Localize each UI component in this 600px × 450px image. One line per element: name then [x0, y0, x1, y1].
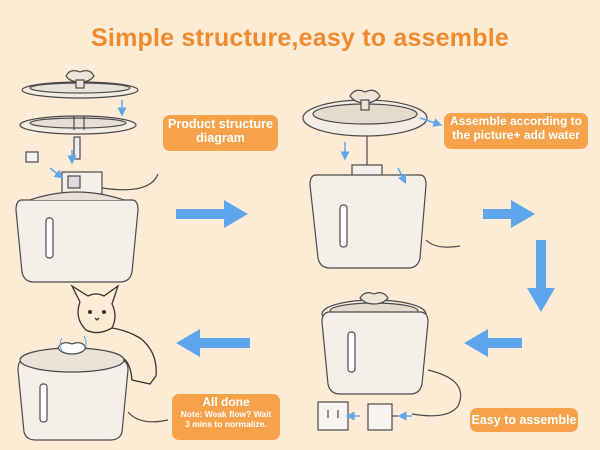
assembly-arrows-step2	[340, 117, 443, 185]
label-assemble: Assemble according to the picture+ add w…	[444, 113, 588, 149]
label-line: Assemble according to	[449, 114, 583, 128]
assembly-arrows	[49, 100, 127, 179]
label-all-done: All done Note: Weak flow? Wait 3 mins to…	[172, 394, 280, 440]
arrow-left-icon	[464, 329, 522, 357]
note-line: 3 mins to normalize.	[185, 418, 267, 429]
arrow-left-icon-2	[176, 329, 250, 357]
label-line: diagram	[196, 131, 245, 146]
arrow-right-icon	[176, 200, 248, 228]
page-title: Simple structure,easy to assemble	[91, 24, 509, 52]
arrow-down-icon	[527, 240, 555, 312]
water-drops	[59, 335, 87, 351]
label-heading: All done	[202, 395, 250, 409]
fountain-done-icon	[17, 342, 169, 441]
label-line: the picture+ add water	[452, 127, 580, 142]
wall-socket-icon	[317, 401, 349, 431]
exploded-fountain-icon	[15, 70, 159, 283]
note-line: Note: Weak flow? Wait	[180, 408, 272, 419]
label-product-structure: Product structure diagram	[163, 115, 278, 151]
arrow-right-icon-2	[483, 200, 535, 228]
label-line: Product structure	[168, 117, 273, 131]
plugged-fountain-icon	[321, 292, 462, 417]
label-easy-to-assemble: Easy to assemble	[470, 408, 578, 432]
power-adapter-icon	[367, 403, 398, 431]
cat-icon	[70, 284, 157, 385]
assembling-fountain-icon	[302, 89, 461, 269]
